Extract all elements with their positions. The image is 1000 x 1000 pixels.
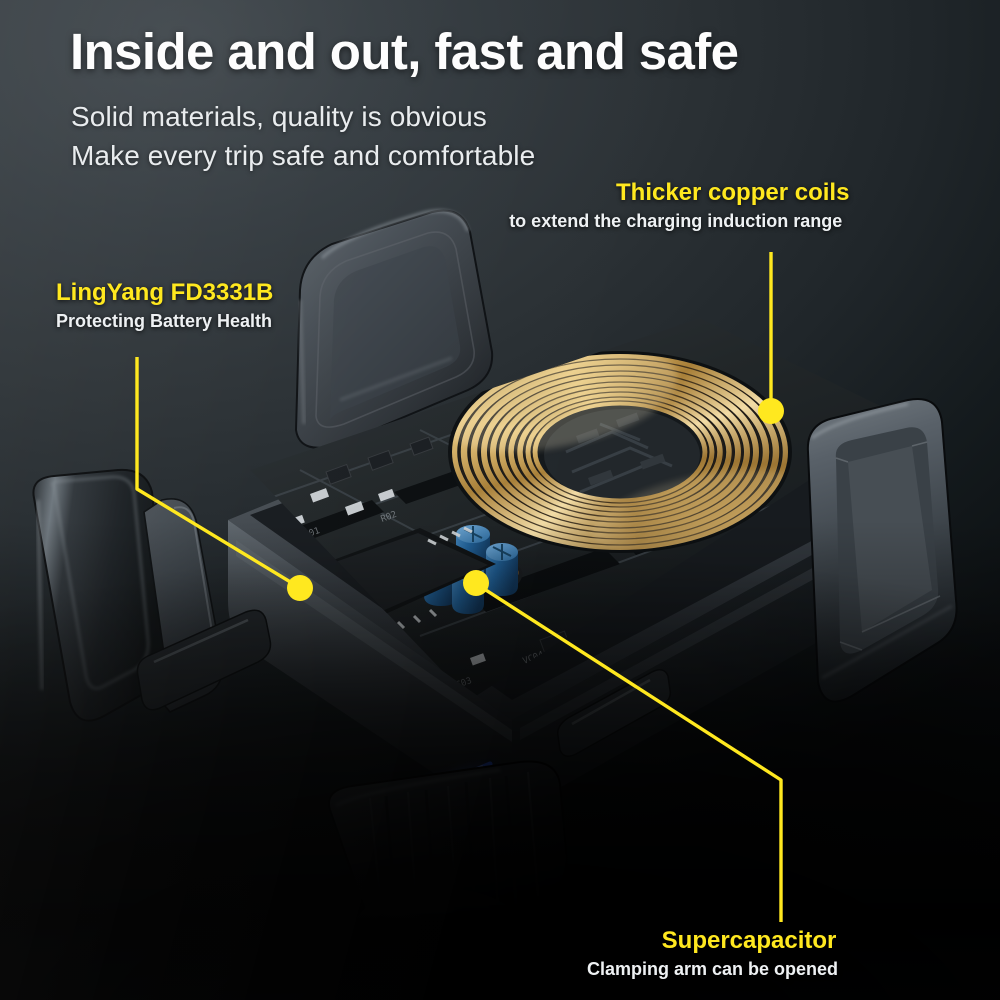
leader-thicker-copper-coils xyxy=(758,252,784,424)
marker-dot-supercapacitor xyxy=(463,570,489,596)
marker-dot-lingyang-chip xyxy=(287,575,313,601)
callout-title-supercapacitor: Supercapacitor xyxy=(661,927,837,954)
callout-subtitle-supercapacitor: Clamping arm can be opened xyxy=(587,959,839,980)
subtitle-line-1: Solid materials, quality is obvious xyxy=(71,101,487,132)
page-title: Inside and out, fast and safe xyxy=(70,23,739,80)
callout-title-copper-coils: Thicker copper coils xyxy=(616,179,850,206)
callout-title-lingyang-chip: LingYang FD3331B xyxy=(56,279,274,306)
leader-supercapacitor xyxy=(463,570,783,922)
subtitle-line-2: Make every trip safe and comfortable xyxy=(71,140,536,171)
callout-lingyang-chip: LingYang FD3331B Protecting Battery Heal… xyxy=(56,279,274,333)
callout-subtitle-lingyang-chip: Protecting Battery Health xyxy=(56,311,273,332)
callout-supercapacitor: Supercapacitor Clamping arm can be opene… xyxy=(587,927,838,981)
leader-lingyang-chip xyxy=(135,357,313,601)
callout-subtitle-copper-coils: to extend the charging induction range xyxy=(509,211,843,232)
callout-thicker-copper-coils: Thicker copper coils to extend the charg… xyxy=(509,179,850,233)
marker-dot-copper-coils xyxy=(758,398,784,424)
